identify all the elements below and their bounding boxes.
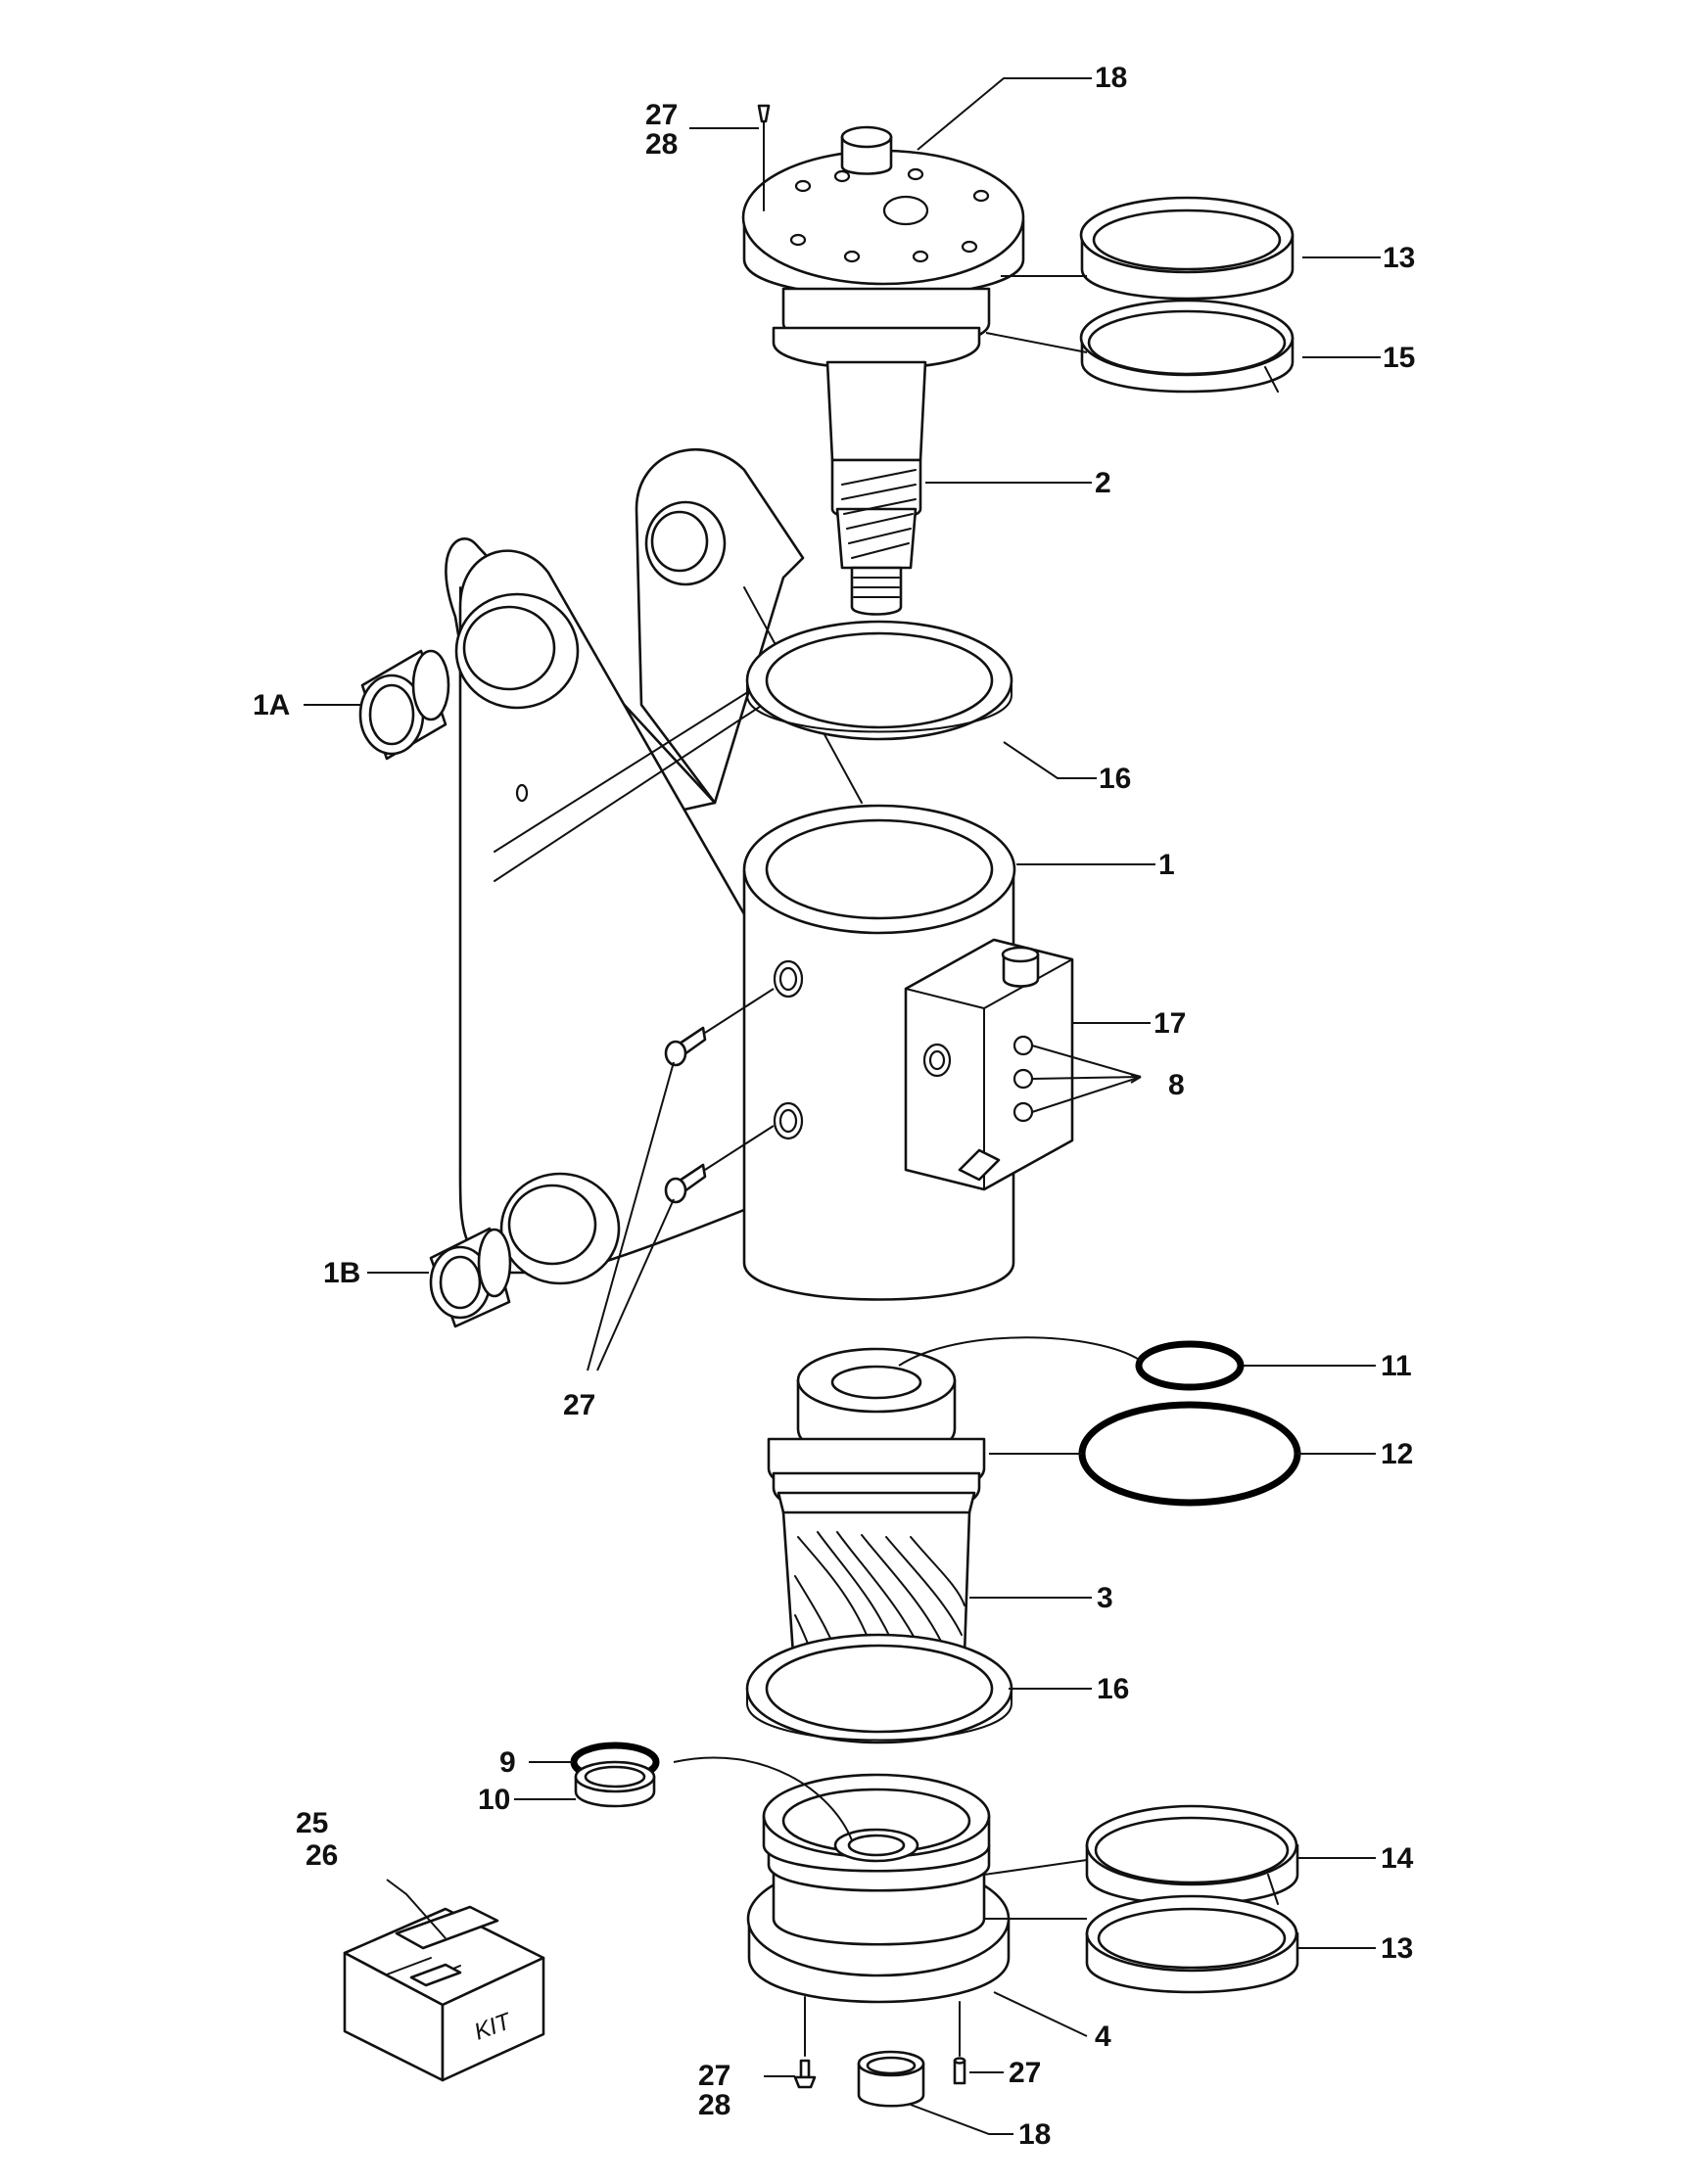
callout-14: 14 <box>1381 1842 1414 1875</box>
set-screw-lower <box>664 1163 707 1204</box>
callout-16-bottom: 16 <box>1097 1673 1129 1705</box>
callout-8: 8 <box>1168 1069 1185 1101</box>
callout-13-top: 13 <box>1383 242 1415 274</box>
callout-27-top: 27 <box>645 99 678 131</box>
top-end-cap <box>741 125 1025 370</box>
leader-lines <box>304 77 1381 2135</box>
thrust-washer-top <box>745 620 1013 741</box>
callout-1a: 1A <box>253 689 290 721</box>
callout-11: 11 <box>1381 1350 1412 1382</box>
top-shaft <box>825 360 927 616</box>
bushing-1a <box>358 649 450 761</box>
callout-17: 17 <box>1154 1007 1186 1040</box>
callout-4: 4 <box>1095 2021 1111 2053</box>
wear-ring-15 <box>1079 299 1295 394</box>
callout-18-top: 18 <box>1095 62 1127 94</box>
callout-3: 3 <box>1097 1582 1113 1614</box>
dowel-pin-bottom <box>953 2001 966 2085</box>
callout-15: 15 <box>1383 342 1415 374</box>
bushing-18-bottom <box>857 2050 925 2108</box>
callout-1b: 1B <box>323 1257 360 1289</box>
bottom-end-cap <box>746 1773 1011 2004</box>
callout-2: 2 <box>1095 467 1111 499</box>
callout-27-bottom-right: 27 <box>1009 2057 1041 2089</box>
cap-screw-top <box>757 104 771 211</box>
callout-18-bottom: 18 <box>1018 2118 1051 2151</box>
callout-28-bottom-left: 28 <box>698 2089 730 2121</box>
callout-10: 10 <box>478 1784 510 1816</box>
set-screw-upper <box>664 1026 707 1067</box>
callout-12: 12 <box>1381 1438 1413 1470</box>
bracket-upper-boss <box>454 500 727 710</box>
callout-9: 9 <box>499 1746 516 1779</box>
valve-block <box>904 938 1074 1191</box>
bushing-1b <box>429 1227 512 1328</box>
callout-labels: 18 27 28 13 15 2 1A 16 1 17 8 1B 27 11 1… <box>253 62 1415 2151</box>
callout-1: 1 <box>1158 849 1175 881</box>
callout-28-top: 28 <box>645 128 678 161</box>
thrust-washer-bottom <box>745 1633 1013 1744</box>
wear-ring-14 <box>1085 1804 1299 1906</box>
callout-26: 26 <box>306 1839 338 1872</box>
cap-screw-bottom <box>793 1996 817 2089</box>
wear-ring-13-top <box>1079 196 1295 301</box>
callout-25: 25 <box>296 1807 328 1839</box>
o-ring-12 <box>1078 1401 1301 1507</box>
backup-ring-10 <box>574 1760 656 1808</box>
callout-13-bottom: 13 <box>1381 1932 1413 1965</box>
piston <box>767 1347 986 1678</box>
wear-ring-13-bottom <box>1085 1894 1299 1994</box>
kit-box: KIT <box>343 1905 545 2082</box>
o-ring-11 <box>1135 1340 1245 1391</box>
callout-16-top: 16 <box>1099 763 1131 795</box>
bracket-lower-boss <box>499 1172 621 1285</box>
callout-27-mid: 27 <box>563 1389 595 1421</box>
callout-27-bottom-left: 27 <box>698 2060 730 2092</box>
